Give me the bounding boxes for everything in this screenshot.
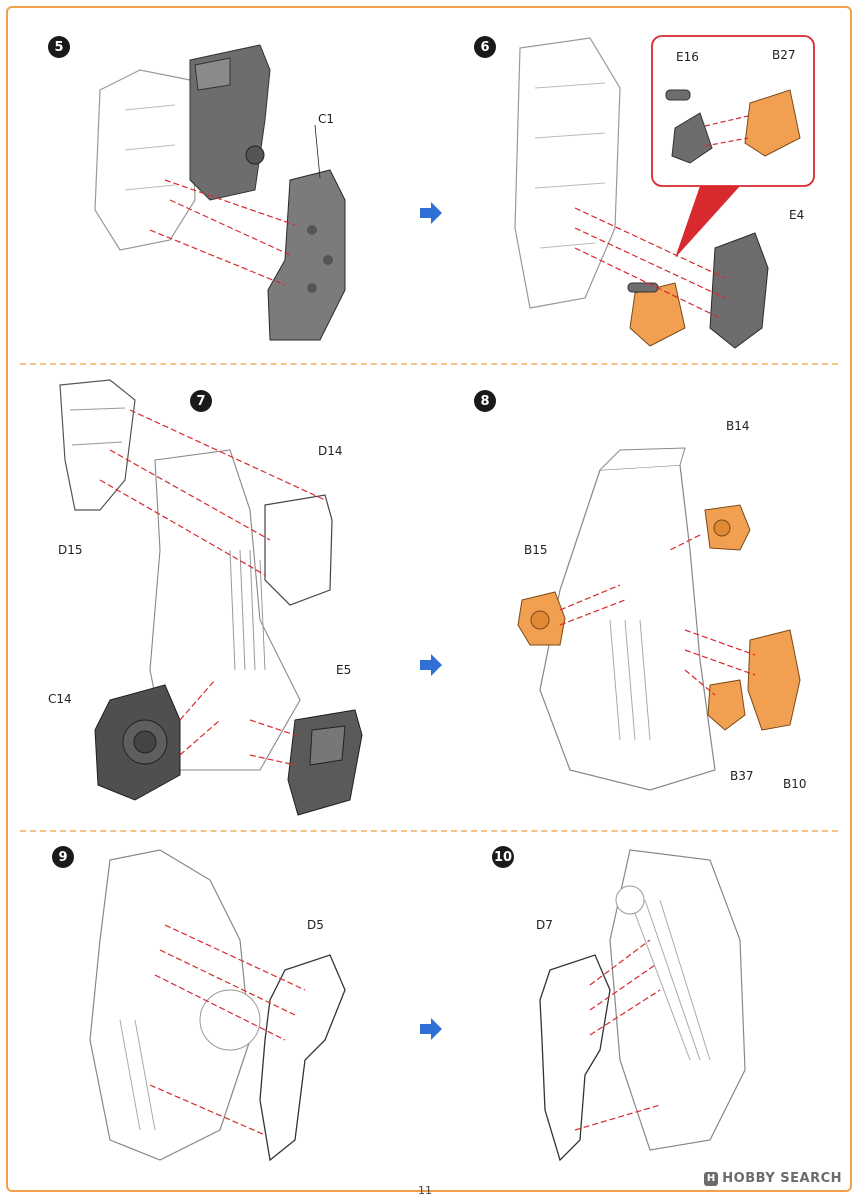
part-label-b10: B10 xyxy=(783,777,807,791)
part-label-d15: D15 xyxy=(58,543,83,557)
part-label-b37: B37 xyxy=(730,769,754,783)
part-label-c1: C1 xyxy=(318,112,335,126)
part-label-b14: B14 xyxy=(726,419,750,433)
part-label-e16: E16 xyxy=(676,50,699,64)
step-8-illustration xyxy=(517,447,801,791)
next-step-arrow-icon xyxy=(420,202,442,224)
section-divider xyxy=(20,363,838,365)
next-step-arrow-icon xyxy=(420,1018,442,1040)
part-label-b27: B27 xyxy=(772,48,796,62)
part-label-d7: D7 xyxy=(536,918,553,932)
part-label-e4: E4 xyxy=(789,208,805,222)
step-number-10: 10 xyxy=(492,846,514,868)
page-number: 11 xyxy=(418,1184,432,1197)
step-9-illustration xyxy=(89,849,346,1162)
step-5-illustration xyxy=(94,44,346,341)
hobby-search-logo-icon: H xyxy=(704,1171,719,1186)
page-frame xyxy=(6,6,852,1192)
step-number-9: 9 xyxy=(52,846,74,868)
part-label-c14: C14 xyxy=(48,692,72,706)
step-7-illustration xyxy=(59,379,363,816)
watermark-text: HOBBY SEARCH xyxy=(722,1171,842,1186)
part-label-e5: E5 xyxy=(336,663,352,677)
part-label-b15: B15 xyxy=(524,543,548,557)
step-10-illustration xyxy=(539,849,746,1162)
step-number-5: 5 xyxy=(48,36,70,58)
part-label-d14: D14 xyxy=(318,444,343,458)
step-number-6: 6 xyxy=(474,36,496,58)
step-number-7: 7 xyxy=(190,390,212,412)
step-number-8: 8 xyxy=(474,390,496,412)
section-divider xyxy=(20,830,838,832)
part-label-d5: D5 xyxy=(307,918,324,932)
watermark: H HOBBY SEARCH xyxy=(704,1171,842,1186)
step-6-illustration xyxy=(514,35,815,349)
next-step-arrow-icon xyxy=(420,654,442,676)
